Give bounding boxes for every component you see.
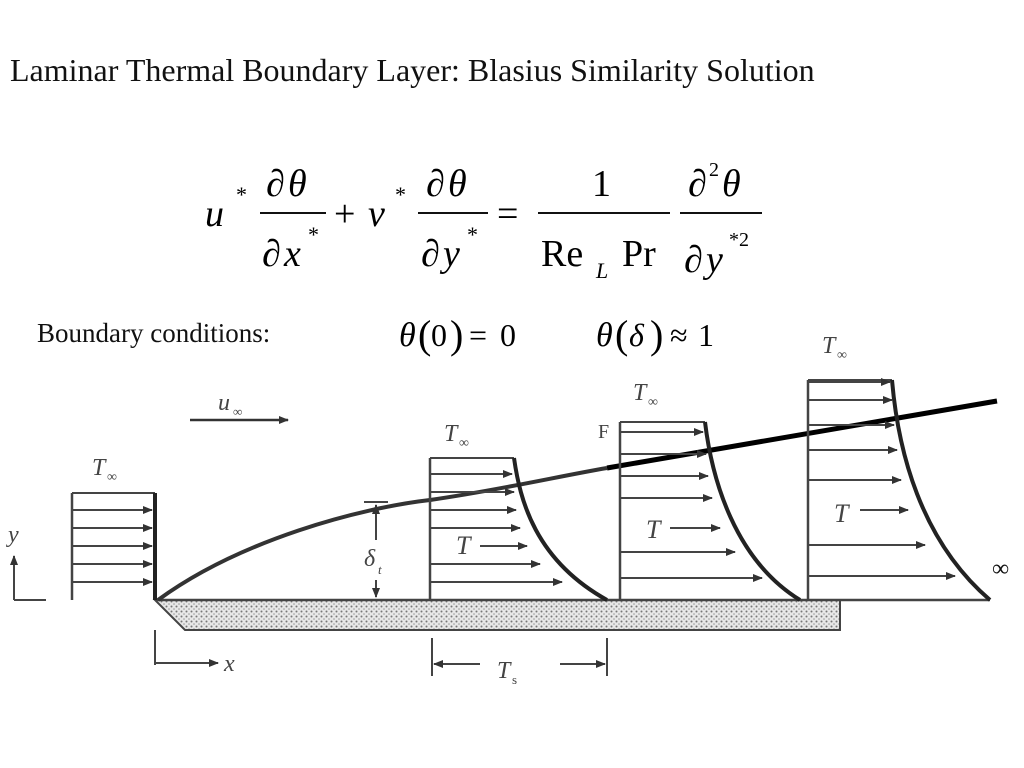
squared-top: 2 <box>709 159 719 181</box>
profile-1-T-inf: T <box>444 421 459 447</box>
bc2-approx: ≈ <box>670 317 688 353</box>
profile-2-T: T <box>646 515 662 544</box>
partial-top-1: ∂ <box>266 163 285 205</box>
equals-sign: = <box>497 193 518 235</box>
profile-2-T-inf-sub: ∞ <box>648 395 658 410</box>
y-star: * <box>467 222 478 247</box>
bc1-theta: θ <box>399 317 416 354</box>
energy-equation: u * ∂ θ ∂ x * + v * ∂ θ ∂ y * = 1 Re L P… <box>205 159 762 283</box>
theta-top-1: θ <box>288 163 307 205</box>
bc2-lparen: ( <box>615 312 628 357</box>
bc1-rparen: ) <box>450 312 463 357</box>
temperature-profile-2 <box>618 421 802 602</box>
numerator-one: 1 <box>592 163 611 205</box>
u-infinity-u: u <box>218 390 230 416</box>
x-bottom-1: x <box>283 233 301 275</box>
infinity-symbol: ∞ <box>992 556 1009 582</box>
inlet-profile <box>70 492 157 600</box>
added-edge-line <box>606 398 998 471</box>
u-symbol: u <box>205 193 224 235</box>
delta-t-symbol: δ <box>364 546 376 572</box>
x-star: * <box>308 222 319 247</box>
bc1-arg: 0 <box>431 317 447 353</box>
temperature-profile-3 <box>806 378 992 602</box>
thermal-boundary-layer-edge <box>156 466 608 602</box>
theta-top-3: θ <box>722 163 741 205</box>
bc2-value: 1 <box>698 317 714 353</box>
bc1-equals: = <box>469 317 487 353</box>
bc1-lparen: ( <box>418 312 431 357</box>
bc1-value: 0 <box>500 317 516 353</box>
u-infinity-sub: ∞ <box>233 404 242 419</box>
profile-1-T: T <box>456 531 472 560</box>
reynolds-subscript: L <box>595 258 608 283</box>
plus-sign: + <box>334 193 355 235</box>
partial-bottom-1: ∂ <box>262 233 281 275</box>
boundary-conditions-label: Boundary conditions: <box>37 318 271 348</box>
temperature-profile-1 <box>428 457 608 602</box>
v-symbol: v <box>368 193 385 235</box>
partial-top-3: ∂ <box>688 163 707 205</box>
bc2-arg: δ <box>629 317 645 353</box>
inlet-T-inf-sub: ∞ <box>107 470 117 485</box>
span-label-sub: s <box>512 672 517 687</box>
heated-plate <box>152 599 841 631</box>
reynolds-symbol: Re <box>541 233 583 275</box>
profile-3-T-inf: T <box>822 333 837 359</box>
bc2-rparen: ) <box>650 312 663 357</box>
x-axis-label: x <box>223 651 235 677</box>
span-label-T: T <box>497 658 512 684</box>
prandtl-symbol: Pr <box>622 233 656 275</box>
theta-top-2: θ <box>448 163 467 205</box>
y-star-squared: *2 <box>729 229 749 251</box>
partial-bottom-3: ∂ <box>684 239 703 281</box>
profile-1-T-inf-sub: ∞ <box>459 436 469 451</box>
partial-top-2: ∂ <box>426 163 445 205</box>
bc2-theta: θ <box>596 317 613 354</box>
slide-title: Laminar Thermal Boundary Layer: Blasius … <box>10 52 815 88</box>
inlet-T-inf: T <box>92 455 107 481</box>
profile-3-T-inf-sub: ∞ <box>837 348 847 363</box>
u-star: * <box>236 182 247 207</box>
profile-3-T: T <box>834 499 850 528</box>
y-axis-label: y <box>6 522 19 548</box>
v-star: * <box>395 182 406 207</box>
boundary-conditions-equations: θ ( 0 ) = 0 θ ( δ ) ≈ 1 <box>399 312 714 357</box>
marker-F: F <box>598 421 609 443</box>
profile-2-T-inf: T <box>633 380 648 406</box>
y-bottom-2: y <box>439 233 460 275</box>
partial-bottom-2: ∂ <box>421 233 440 275</box>
delta-t-sub: t <box>378 562 382 577</box>
y-bottom-3: y <box>702 239 723 281</box>
